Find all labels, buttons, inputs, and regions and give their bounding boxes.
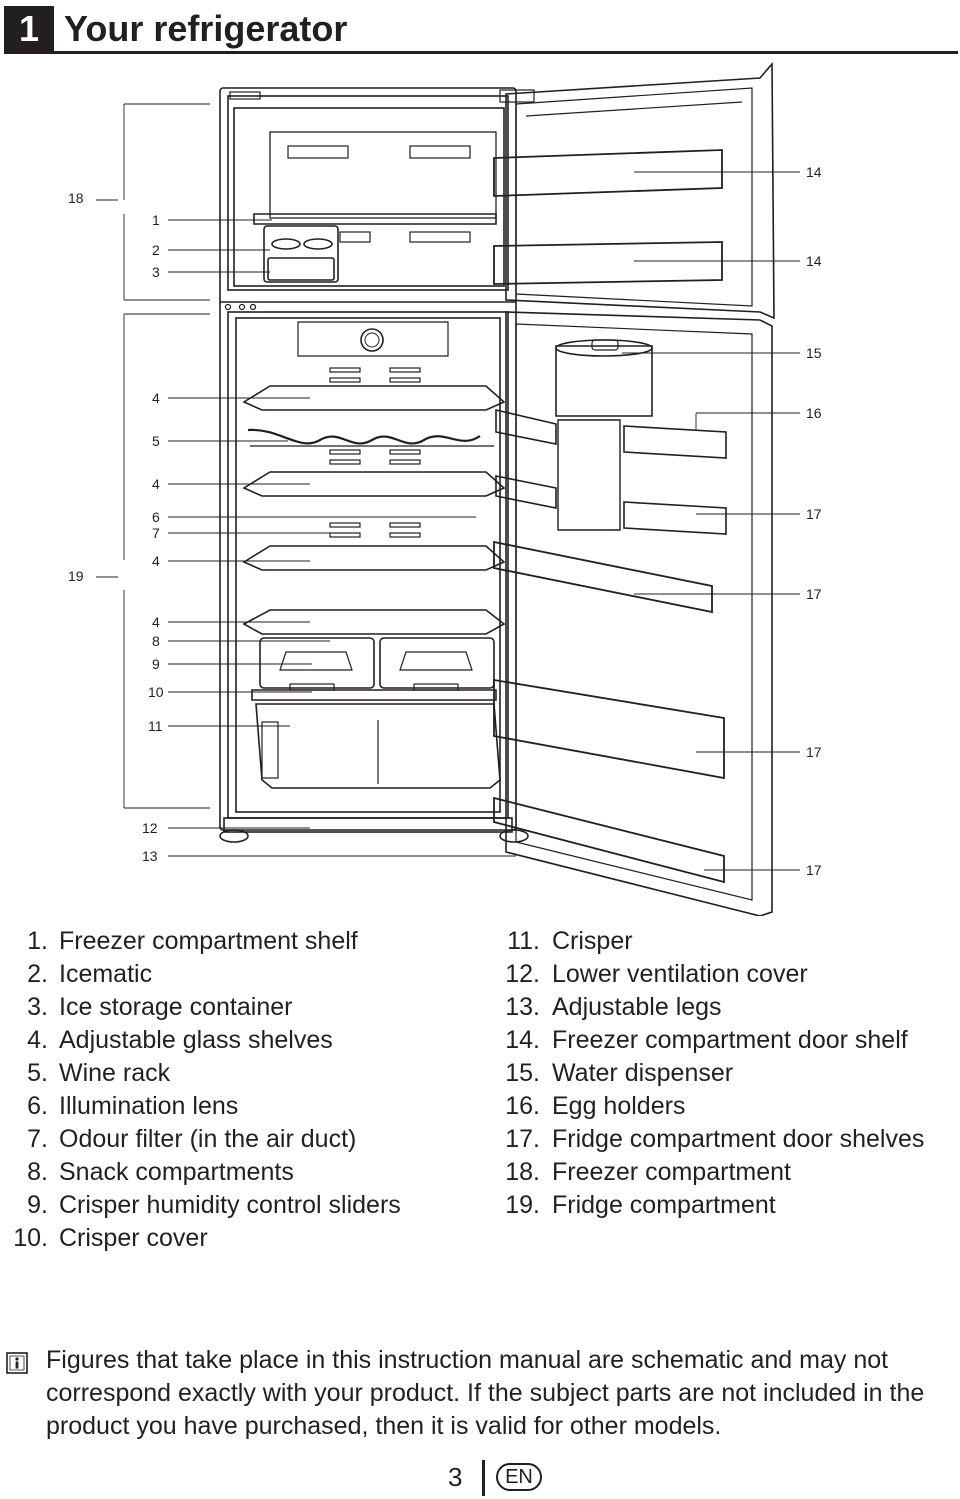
- glass-shelf: [242, 385, 506, 411]
- legend-item: 13.Adjustable legs: [505, 993, 722, 1021]
- freezer-compartment: [253, 131, 497, 283]
- legend-item: 11.Crisper: [507, 927, 633, 955]
- legend-item: 16.Egg holders: [505, 1092, 686, 1120]
- callout-12: 12: [142, 820, 158, 836]
- section-number: 1: [4, 6, 54, 51]
- callout-2: 2: [152, 242, 160, 258]
- callout-17d: 17: [806, 862, 822, 878]
- ice-storage-container: [267, 257, 335, 281]
- legend-item: 3.Ice storage container: [27, 993, 293, 1021]
- callout-17a: 17: [806, 506, 822, 522]
- legend-item: 2.Icematic: [27, 960, 153, 988]
- lower-ventilation-cover: [223, 817, 513, 833]
- wine-rack: [247, 428, 481, 445]
- callout-17b: 17: [806, 586, 822, 602]
- legend-item: 8.Snack compartments: [27, 1158, 294, 1186]
- legend-item: 19.Fridge compartment: [505, 1191, 776, 1219]
- callout-4b: 4: [152, 476, 160, 492]
- callout-4c: 4: [152, 553, 160, 569]
- page-number: 3: [448, 1462, 463, 1492]
- legend-item: 4.Adjustable glass shelves: [27, 1026, 333, 1054]
- icematic: [263, 225, 339, 283]
- section-header: 1 Your refrigerator: [4, 6, 958, 54]
- legend-item: 1.Freezer compartment shelf: [27, 927, 358, 955]
- crisper-cover: [251, 689, 497, 701]
- parts-legend-left: 1.Freezer compartment shelf 2.Icematic 3…: [8, 925, 401, 1255]
- legend-item: 9.Crisper humidity control sliders: [27, 1191, 401, 1219]
- callout-4d: 4: [152, 614, 160, 630]
- legend-item: 6.Illumination lens: [27, 1092, 239, 1120]
- parts-legend-right: 11.Crisper 12.Lower ventilation cover 13…: [500, 925, 924, 1222]
- callout-17c: 17: [806, 744, 822, 760]
- callout-18: 18: [68, 190, 84, 206]
- leader-lines: [96, 103, 800, 871]
- legend-item: 18.Freezer compartment: [505, 1158, 791, 1186]
- callout-11: 11: [148, 718, 163, 734]
- legend-item: 7.Odour filter (in the air duct): [27, 1125, 357, 1153]
- section-title: Your refrigerator: [64, 8, 348, 49]
- ventilation-slots: [329, 367, 421, 538]
- legend-item: 10.Crisper cover: [13, 1224, 208, 1252]
- water-dispenser: [555, 345, 653, 417]
- callout-1: 1: [152, 212, 160, 228]
- cabinet: [219, 87, 535, 831]
- egg-holders: [623, 425, 727, 459]
- callout-16: 16: [806, 405, 822, 421]
- callout-15: 15: [806, 345, 822, 361]
- info-note: Figures that take place in this instruct…: [4, 1344, 954, 1443]
- fridge-door: [493, 311, 773, 916]
- fridge-compartment: [219, 321, 529, 843]
- callout-13: 13: [142, 848, 158, 864]
- info-icon: [6, 1352, 28, 1374]
- legend-item: 15.Water dispenser: [505, 1059, 734, 1087]
- legend-item: 17.Fridge compartment door shelves: [505, 1125, 925, 1153]
- callout-9: 9: [152, 656, 160, 672]
- callouts-left: 18 1 2 3 4 5 4 6 7 4 19 4 8 9 10 11 12 1…: [68, 190, 164, 864]
- legend-item: 14.Freezer compartment door shelf: [505, 1026, 908, 1054]
- fridge-door-shelf: [493, 540, 713, 614]
- legend-item: 5.Wine rack: [27, 1059, 171, 1087]
- freezer-door-shelf: [493, 149, 723, 197]
- callout-8: 8: [152, 633, 160, 649]
- refrigerator-diagram: 18 1 2 3 4 5 4 6 7 4 19 4 8 9 10 11 12 1…: [68, 61, 822, 916]
- legend-item: 12.Lower ventilation cover: [505, 960, 808, 988]
- callout-5: 5: [152, 433, 160, 449]
- callout-10: 10: [148, 684, 164, 700]
- callout-19: 19: [68, 568, 84, 584]
- footer-divider: [482, 1460, 485, 1496]
- callout-6: 6: [152, 509, 160, 525]
- callout-14b: 14: [806, 253, 822, 269]
- language-badge: EN: [496, 1463, 542, 1491]
- callout-14a: 14: [806, 164, 822, 180]
- freezer-door: [493, 61, 775, 320]
- callout-4a: 4: [152, 390, 160, 406]
- callouts-right: 14 14 15 16 17 17 17 17: [806, 164, 822, 878]
- callout-3: 3: [152, 264, 160, 280]
- note-text: Figures that take place in this instruct…: [46, 1346, 925, 1440]
- callout-7: 7: [152, 525, 160, 541]
- adjustable-leg: [219, 829, 249, 843]
- snack-compartment: [259, 637, 375, 689]
